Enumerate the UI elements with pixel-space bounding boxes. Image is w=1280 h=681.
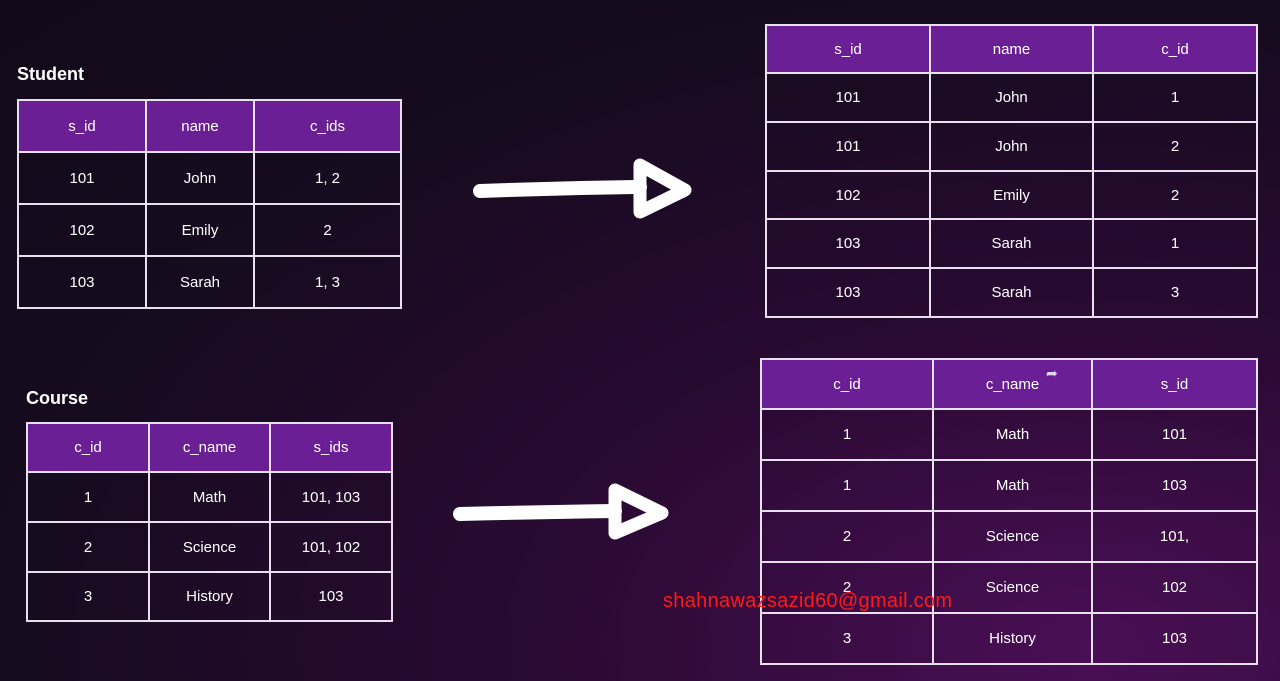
column-header: s_id: [1091, 358, 1258, 410]
table-cell: Sarah: [929, 267, 1094, 318]
table-cell: 101: [765, 121, 931, 172]
table-cell: 2: [760, 510, 934, 563]
table-cell: History: [932, 612, 1093, 665]
column-header: c_ids: [253, 99, 402, 153]
table-cell: 102: [1091, 561, 1258, 614]
table-cell: Sarah: [929, 218, 1094, 269]
table-row: 2 Science 101, 102: [26, 521, 393, 573]
table-row: 101 John 1, 2: [17, 151, 402, 205]
column-header: c_name: [148, 422, 271, 473]
table-row: 1 Math 101: [760, 408, 1258, 461]
table-cell: Emily: [929, 170, 1094, 220]
column-header: s_ids: [269, 422, 393, 473]
table-cell: 101: [1091, 408, 1258, 461]
column-header: s_id: [765, 24, 931, 74]
table-cell: 101, 102: [269, 521, 393, 573]
table-cell: 101: [17, 151, 147, 205]
table-cell: 3: [760, 612, 934, 665]
table-cell: 103: [1091, 612, 1258, 665]
table-cell: 102: [17, 203, 147, 257]
table-cell: 1: [760, 459, 934, 512]
table-row: 1 Math 101, 103: [26, 471, 393, 523]
table-row: 102 Emily 2: [17, 203, 402, 257]
table-cell: 101: [765, 72, 931, 123]
table-cell: 103: [765, 218, 931, 269]
table-cell: 101,: [1091, 510, 1258, 563]
table-header-row: s_id name c_ids: [17, 99, 402, 153]
table-cell: 2: [1092, 170, 1258, 220]
student-title: Student: [17, 64, 84, 84]
table-row: 2 Science 101,: [760, 510, 1258, 563]
table-row: 103 Sarah 3: [765, 267, 1258, 318]
table-row: 101 John 2: [765, 121, 1258, 172]
table-cell: 2: [760, 561, 934, 614]
column-header: c_id: [760, 358, 934, 410]
table-cell: 2: [1092, 121, 1258, 172]
table-row: 103 Sarah 1: [765, 218, 1258, 269]
table-row: 1 Math 103: [760, 459, 1258, 512]
right-arrow-icon: [473, 158, 692, 219]
table-cell: 1: [26, 471, 150, 523]
table-row: 103 Sarah 1, 3: [17, 255, 402, 309]
column-header: c_id: [1092, 24, 1258, 74]
student-table: s_id name c_ids 101 John 1, 2 102 Emily …: [17, 99, 402, 309]
table-cell: 1, 2: [253, 151, 402, 205]
table-header-row: c_id c_name ➦ s_id: [760, 358, 1258, 410]
table-cell: John: [929, 72, 1094, 123]
table-row: 3 History 103: [26, 571, 393, 622]
student-normalized-table: s_id name c_id 101 John 1 101 John 2 102…: [765, 24, 1258, 318]
table-cell: Science: [932, 510, 1093, 563]
right-arrow-icon: [453, 483, 669, 540]
table-row: 3 History 103: [760, 612, 1258, 665]
email-watermark: shahnawazsazid60@gmail.com: [663, 590, 953, 612]
table-cell: 2: [26, 521, 150, 573]
table-cell: 101, 103: [269, 471, 393, 523]
table-cell: 103: [765, 267, 931, 318]
table-cell: 102: [765, 170, 931, 220]
table-cell: 1, 3: [253, 255, 402, 309]
column-header-label: c_name: [985, 375, 1040, 393]
table-cell: John: [929, 121, 1094, 172]
table-cell: 103: [1091, 459, 1258, 512]
table-cell: 1: [1092, 218, 1258, 269]
column-header: name: [145, 99, 255, 153]
course-table: c_id c_name s_ids 1 Math 101, 103 2 Scie…: [26, 422, 393, 622]
table-cell: 103: [17, 255, 147, 309]
table-header-row: c_id c_name s_ids: [26, 422, 393, 473]
column-header: c_id: [26, 422, 150, 473]
table-cell: 103: [269, 571, 393, 622]
table-cell: Math: [932, 459, 1093, 512]
table-row: 102 Emily 2: [765, 170, 1258, 220]
table-cell: 1: [760, 408, 934, 461]
table-cell: 3: [1092, 267, 1258, 318]
table-cell: Science: [148, 521, 271, 573]
table-cell: John: [145, 151, 255, 205]
table-cell: History: [148, 571, 271, 622]
move-cursor-icon: ➦: [1046, 365, 1058, 381]
course-normalized-table: c_id c_name ➦ s_id 1 Math 101 1 Math 103…: [760, 358, 1258, 665]
column-header: name: [929, 24, 1094, 74]
table-cell: Emily: [145, 203, 255, 257]
table-cell: 1: [1092, 72, 1258, 123]
table-cell: 2: [253, 203, 402, 257]
course-title: Course: [26, 388, 89, 408]
table-cell: Math: [148, 471, 271, 523]
table-cell: 3: [26, 571, 150, 622]
table-row: 101 John 1: [765, 72, 1258, 123]
table-header-row: s_id name c_id: [765, 24, 1258, 74]
column-header: s_id: [17, 99, 147, 153]
table-cell: Science: [932, 561, 1093, 614]
table-row: 2 Science 102: [760, 561, 1258, 614]
table-cell: Math: [932, 408, 1093, 461]
column-header: c_name ➦: [932, 358, 1093, 410]
table-cell: Sarah: [145, 255, 255, 309]
